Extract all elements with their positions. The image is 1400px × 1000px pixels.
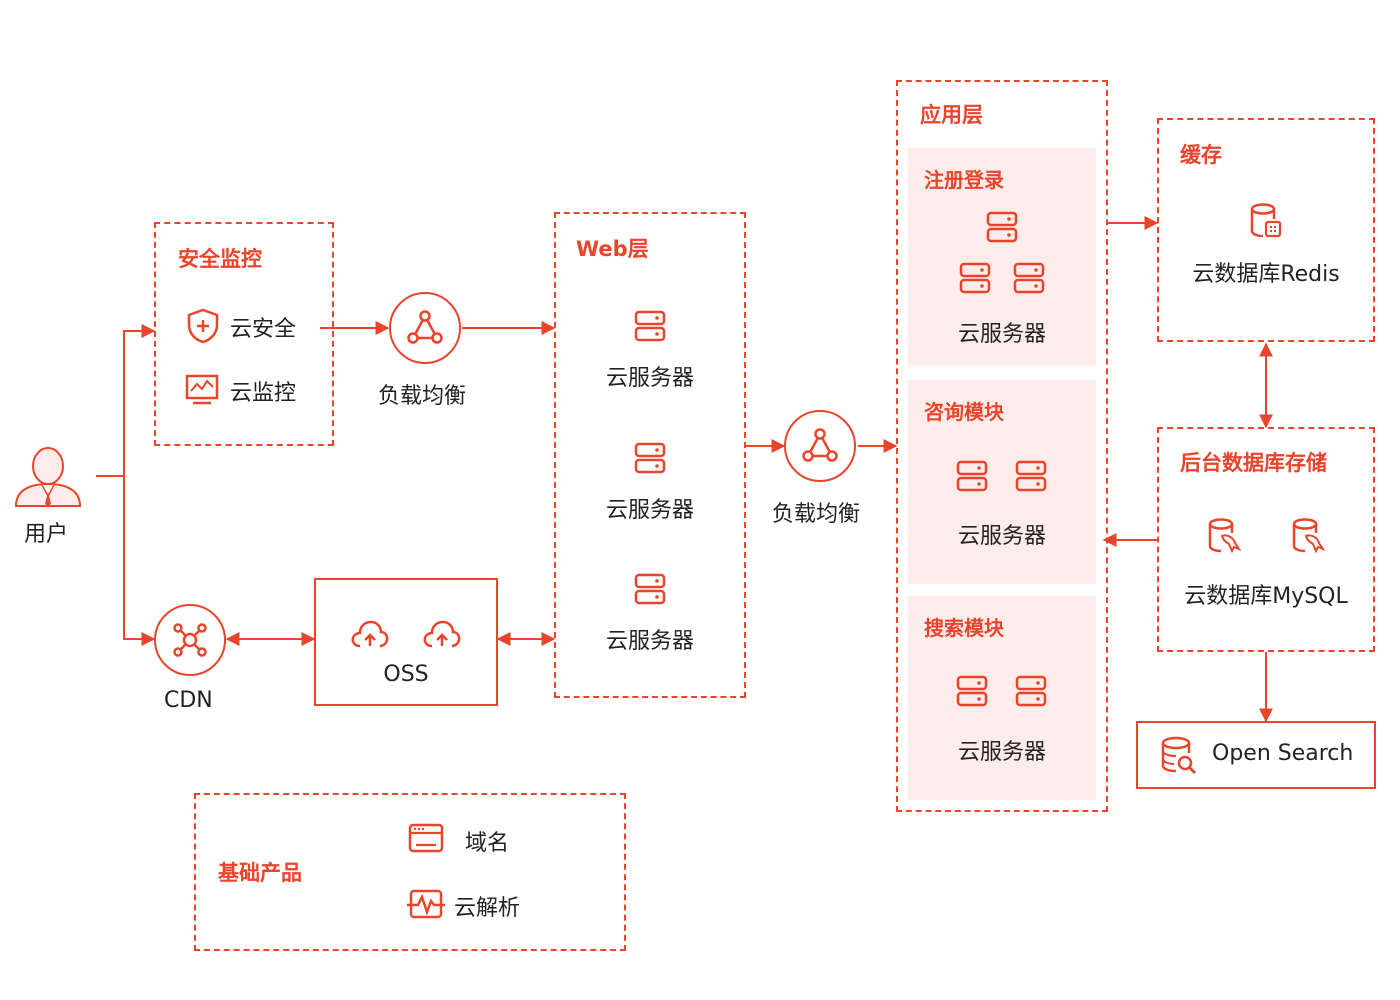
module-panel-register bbox=[908, 148, 1096, 366]
web-server-3-label: 云服务器 bbox=[605, 629, 694, 654]
server-icon bbox=[1015, 675, 1047, 707]
database-cache-icon bbox=[1250, 203, 1282, 238]
cache-title: 缓存 bbox=[1180, 143, 1222, 167]
module-title-consult: 咨询模块 bbox=[924, 400, 1004, 424]
load-balancer-1-node bbox=[389, 292, 461, 364]
module-panel-consult bbox=[908, 380, 1096, 584]
module-server-label-search: 云服务器 bbox=[957, 740, 1046, 765]
module-title-search: 搜索模块 bbox=[924, 616, 1004, 640]
module-server-label-consult: 云服务器 bbox=[957, 524, 1046, 549]
pulse-monitor-icon bbox=[407, 889, 445, 919]
opensearch-label: Open Search bbox=[1212, 741, 1354, 766]
security-title: 安全监控 bbox=[178, 247, 262, 271]
user-label: 用户 bbox=[24, 522, 69, 547]
domain-label: 域名 bbox=[465, 831, 510, 856]
server-icon bbox=[956, 460, 988, 492]
app-layer-title: 应用层 bbox=[920, 103, 983, 127]
load-balancer-2-node bbox=[784, 410, 856, 482]
server-icon bbox=[634, 442, 666, 474]
oss-group bbox=[314, 578, 498, 706]
web-layer-group bbox=[554, 212, 746, 698]
server-icon bbox=[1015, 460, 1047, 492]
module-panel-search bbox=[908, 596, 1096, 800]
base-products-title: 基础产品 bbox=[218, 861, 302, 885]
load-balancer-icon bbox=[407, 310, 443, 344]
backend-db-title: 后台数据库存储 bbox=[1180, 451, 1327, 475]
browser-window-icon bbox=[408, 823, 444, 853]
backend-db-group bbox=[1157, 427, 1375, 652]
dns-label: 云解析 bbox=[454, 896, 521, 921]
cloud-upload-icon bbox=[423, 620, 461, 648]
server-icon bbox=[634, 310, 666, 342]
security-group bbox=[154, 222, 334, 446]
user-avatar-icon bbox=[14, 447, 82, 507]
oss-label: OSS bbox=[383, 662, 429, 687]
mysql-label: 云数据库MySQL bbox=[1184, 584, 1348, 609]
redis-label: 云数据库Redis bbox=[1192, 262, 1340, 287]
cloud-upload-icon bbox=[351, 620, 389, 648]
database-dolphin-icon bbox=[1292, 518, 1325, 554]
web-server-1-label: 云服务器 bbox=[605, 366, 694, 391]
cloud-monitor-label: 云监控 bbox=[230, 381, 297, 406]
load-balancer-1-label: 负载均衡 bbox=[378, 384, 467, 409]
module-server-label-register: 云服务器 bbox=[957, 322, 1046, 347]
opensearch-group bbox=[1136, 721, 1376, 789]
module-title-register: 注册登录 bbox=[924, 168, 1004, 192]
monitor-chart-icon bbox=[185, 374, 219, 405]
cdn-network-icon bbox=[173, 623, 207, 657]
server-icon bbox=[959, 262, 991, 294]
database-search-icon bbox=[1161, 736, 1196, 774]
base-products-group bbox=[194, 793, 626, 951]
cloud-security-label: 云安全 bbox=[230, 317, 297, 342]
app-layer-group bbox=[896, 80, 1108, 812]
shield-plus-icon bbox=[187, 308, 219, 344]
web-layer-title: Web层 bbox=[576, 237, 649, 261]
user-to-cdn-line bbox=[123, 476, 156, 646]
cache-group bbox=[1157, 118, 1375, 342]
cdn-node bbox=[154, 604, 226, 676]
web-server-2-label: 云服务器 bbox=[605, 498, 694, 523]
cdn-label: CDN bbox=[164, 688, 213, 713]
database-dolphin-icon bbox=[1208, 518, 1241, 554]
server-icon bbox=[634, 573, 666, 605]
server-icon bbox=[986, 211, 1018, 243]
load-balancer-2-label: 负载均衡 bbox=[772, 502, 861, 527]
server-icon bbox=[956, 675, 988, 707]
load-balancer-icon bbox=[802, 428, 838, 462]
user-to-security-line bbox=[96, 324, 156, 477]
server-icon bbox=[1013, 262, 1045, 294]
